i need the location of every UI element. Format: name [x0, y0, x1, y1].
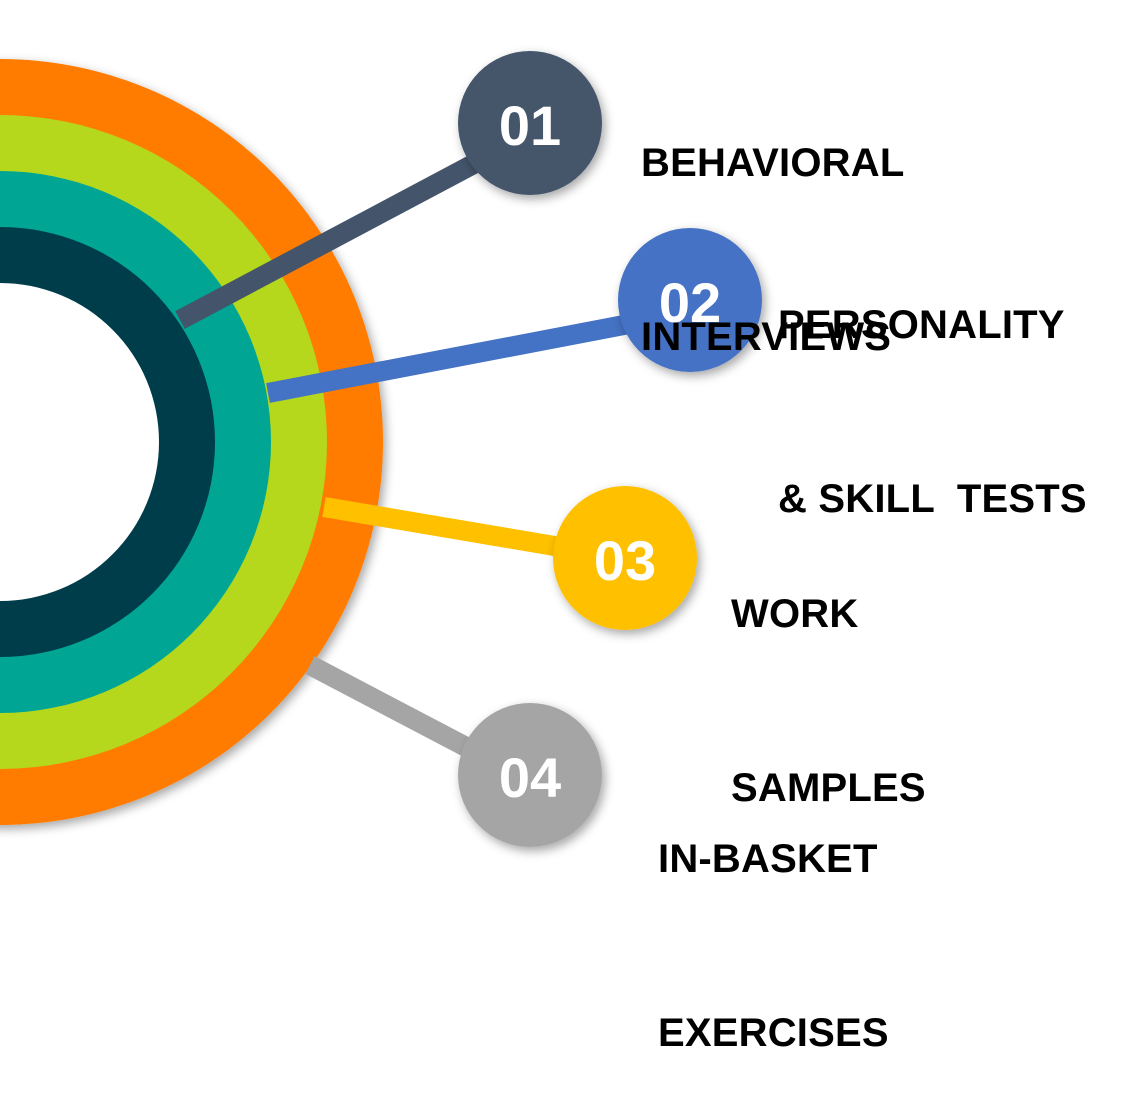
label-03-line-2: SAMPLES — [731, 766, 926, 810]
diagram-canvas: 01 02 03 04 — [0, 51, 762, 847]
label-behavioral-interviews: BEHAVIORAL INTERVIEWS — [641, 18, 904, 424]
connector-line-01 — [175, 141, 505, 329]
label-01-line-1: BEHAVIORAL — [641, 141, 905, 185]
label-04-line-1: IN-BASKET — [658, 837, 878, 881]
connector-line-02 — [266, 310, 652, 403]
label-02-line-2: & SKILL TESTS — [778, 477, 1087, 521]
badge-number-02: 02 — [659, 271, 721, 334]
label-04-line-2: EXERCISES — [658, 1011, 889, 1055]
label-01-line-2: INTERVIEWS — [641, 315, 892, 359]
connector-line-03 — [322, 497, 592, 562]
badge-01 — [458, 51, 602, 195]
concentric-rings — [0, 59, 383, 825]
label-in-basket-exercises: IN-BASKET EXERCISES — [658, 714, 889, 1120]
label-02-line-1: PERSONALITY — [778, 303, 1065, 347]
label-personality-skill-tests: PERSONALITY & SKILL TESTS — [778, 180, 1087, 586]
ring-center-hole — [0, 283, 159, 601]
badge-02 — [618, 228, 762, 372]
badge-04 — [458, 703, 602, 847]
badge-number-04: 04 — [499, 746, 561, 809]
label-03-line-1: WORK — [731, 592, 859, 636]
badge-03 — [553, 486, 697, 630]
badge-number-03: 03 — [594, 529, 656, 592]
number-badges: 01 02 03 04 — [458, 51, 762, 847]
badge-number-01: 01 — [499, 94, 561, 157]
label-work-samples: WORK SAMPLES — [731, 469, 926, 875]
